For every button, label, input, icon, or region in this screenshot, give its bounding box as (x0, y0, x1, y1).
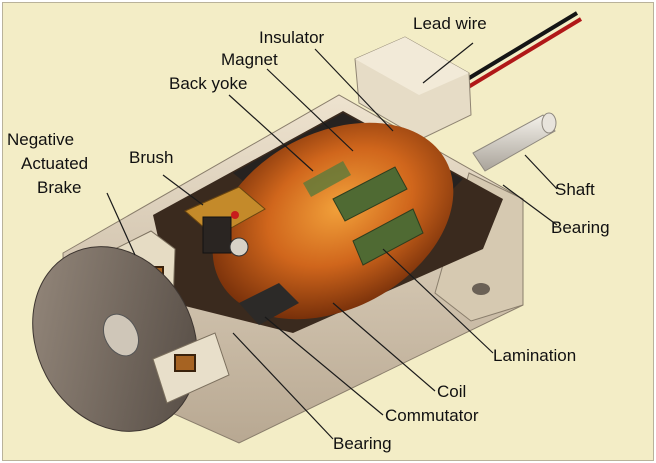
label-bearing-bottom: Bearing (333, 434, 392, 453)
label-lead-wire: Lead wire (413, 14, 487, 33)
terminal-block (354, 36, 472, 140)
label-bearing-right: Bearing (551, 218, 610, 237)
leader-lines (106, 42, 558, 440)
label-coil: Coil (437, 382, 466, 401)
rear-endcap (32, 246, 230, 432)
motor-cutaway-diagram: Lead wire Insulator Magnet Back yoke Neg… (7, 11, 610, 453)
commutator-graphic (239, 283, 299, 325)
label-commutator: Commutator (385, 406, 479, 425)
brush-assembly (184, 186, 266, 257)
shaft-graphic (472, 112, 557, 172)
label-lamination: Lamination (493, 346, 576, 365)
label-brush: Brush (129, 148, 173, 167)
label-shaft: Shaft (555, 180, 595, 199)
label-back-yoke: Back yoke (169, 74, 247, 93)
label-magnet: Magnet (221, 50, 278, 69)
label-negative-actuated-brake: Negative Actuated Brake (7, 130, 93, 197)
lead-wire-graphic (449, 11, 583, 97)
rotor-windings (212, 122, 454, 320)
label-insulator: Insulator (259, 28, 325, 47)
